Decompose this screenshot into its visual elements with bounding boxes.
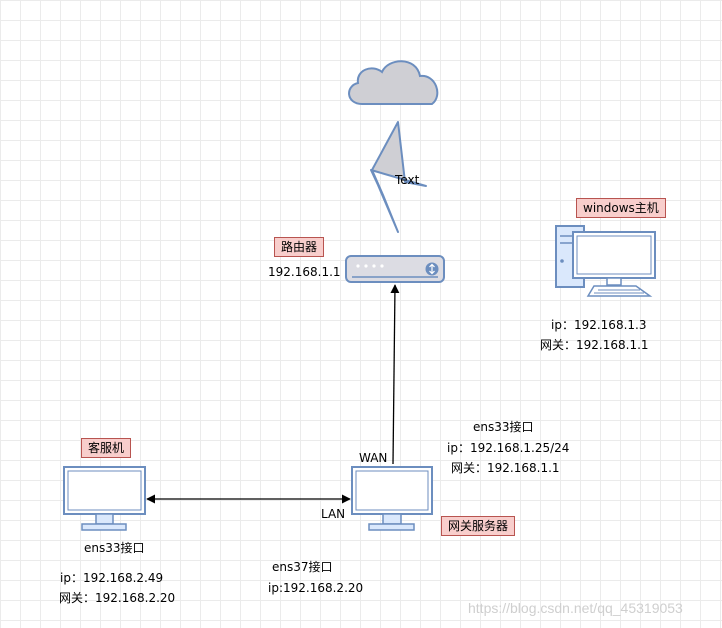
- router-ip-text: 192.168.1.1: [268, 265, 341, 279]
- client-monitor-icon: [63, 466, 146, 531]
- router-icon: [345, 255, 445, 283]
- gateway-ens33-gw-label: 网关：: [451, 461, 488, 475]
- router-tag: 路由器: [274, 237, 325, 257]
- windows-ip-line: ip：192.168.1.3: [551, 317, 646, 333]
- client-ens33-title: ens33接口: [84, 541, 145, 555]
- link-text-label: Text: [395, 173, 420, 187]
- client-tag: 客服机: [81, 438, 132, 458]
- gateway-server-monitor-icon: [351, 466, 433, 531]
- windows-ip-value: 192.168.1.3: [573, 318, 647, 332]
- gateway-ens33-ip-value: 192.168.1.25/24: [469, 441, 570, 455]
- windows-ip-label: ip：: [551, 318, 574, 332]
- gateway-ens37-ip-line: ip:192.168.2.20: [268, 581, 364, 595]
- lan-port-label: LAN: [321, 507, 346, 521]
- windows-host-tag: windows主机: [576, 198, 666, 218]
- windows-gateway-value: 192.168.1.1: [576, 338, 649, 352]
- watermark-text: https://blog.csdn.net/qq_45319053: [468, 600, 683, 616]
- gateway-ens33-gw-line: 网关：192.168.1.1: [451, 460, 560, 476]
- client-ip-label: ip：: [60, 571, 83, 585]
- gateway-ens33-ip-label: ip：: [447, 441, 470, 455]
- lightning-link-icon: [370, 121, 427, 233]
- wan-port-label: WAN: [359, 451, 388, 465]
- gateway-server-tag: 网关服务器: [441, 516, 516, 536]
- cloud-icon: [348, 60, 439, 105]
- windows-gateway-line: 网关：192.168.1.1: [540, 337, 649, 353]
- client-gateway-value: 192.168.2.20: [95, 591, 176, 605]
- client-ip-line: ip：192.168.2.49: [60, 570, 163, 586]
- windows-gateway-label: 网关：: [540, 338, 577, 352]
- gateway-ens33-ip-line: ip：192.168.1.25/24: [447, 440, 569, 456]
- client-gateway-label: 网关：: [59, 591, 96, 605]
- client-ip-value: 192.168.2.49: [82, 571, 164, 585]
- gateway-ens33-gw-value: 192.168.1.1: [487, 461, 560, 475]
- windows-pc-icon: [555, 225, 656, 297]
- gateway-ens37-title: ens37接口: [272, 560, 333, 574]
- client-gateway-line: 网关：192.168.2.20: [59, 590, 175, 606]
- wan-link-arrow: [390, 284, 400, 465]
- gateway-ens33-title: ens33接口: [473, 420, 534, 434]
